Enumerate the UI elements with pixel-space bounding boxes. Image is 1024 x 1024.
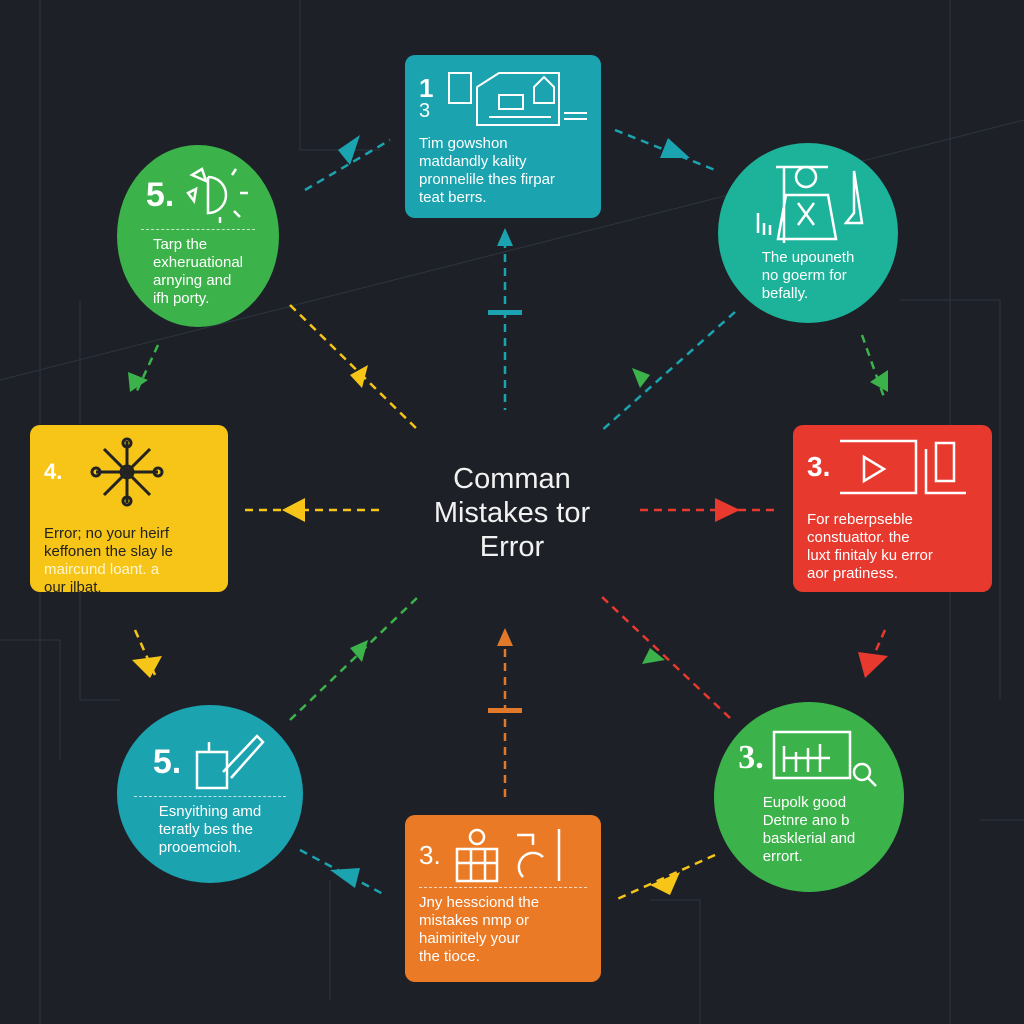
worker-tools-icon bbox=[455, 828, 560, 883]
text-line: exheruational bbox=[152, 253, 244, 271]
connector-bl bbox=[289, 594, 421, 721]
connector-br-to-bottom bbox=[614, 853, 716, 902]
text-line: Detnre ano b bbox=[762, 812, 850, 829]
text-line: aor pratiness. bbox=[807, 565, 898, 582]
connector-tr-to-right bbox=[860, 334, 887, 401]
connector-top-to-tl bbox=[304, 138, 391, 192]
step-number-secondary: 3 bbox=[419, 100, 431, 122]
office-desk-icon bbox=[448, 72, 587, 126]
text-line: Error; no your heirf bbox=[44, 525, 170, 542]
sunburst-shapes-icon bbox=[186, 166, 249, 223]
text-line: keffonen the slay le bbox=[44, 543, 173, 560]
title-line: Error bbox=[479, 531, 545, 563]
text-line: ifh porty. bbox=[152, 289, 210, 307]
text-line: our ilbat. bbox=[44, 579, 102, 596]
step-number: 5. bbox=[152, 742, 182, 781]
snowflake-network-icon bbox=[90, 437, 164, 507]
text-line: errort. bbox=[762, 848, 803, 865]
text-line: teat berrs. bbox=[419, 189, 487, 206]
title-line: Comman bbox=[453, 463, 571, 495]
text-line: Tarp the bbox=[152, 235, 208, 253]
video-player-icon bbox=[840, 439, 967, 495]
text-line: befally. bbox=[761, 285, 809, 302]
text-line: no goerm for bbox=[761, 267, 847, 284]
text-line: Tim gowshon bbox=[419, 135, 508, 152]
arrowheads bbox=[128, 135, 888, 895]
step-number: 4. bbox=[44, 459, 63, 484]
connector-tr bbox=[599, 311, 736, 433]
text-line: prooemcioh. bbox=[158, 838, 242, 856]
text-line: teratly bes the bbox=[158, 820, 253, 838]
text-line: the tioce. bbox=[419, 948, 480, 965]
text-line: For reberpseble bbox=[807, 511, 913, 528]
text-line: basklerial and bbox=[762, 830, 856, 847]
step-number: 5. bbox=[145, 175, 175, 214]
text-line: pronnelile thes firpar bbox=[419, 171, 555, 188]
connector-top-to-tr bbox=[614, 128, 716, 172]
text-line: maircund loant. a bbox=[44, 561, 160, 578]
text-line: The upouneth bbox=[761, 249, 855, 266]
step-number: 3. bbox=[738, 739, 764, 776]
text-line: Esnyithing amd bbox=[158, 802, 262, 820]
text-line: haimiritely your bbox=[419, 930, 520, 947]
connector-tl bbox=[289, 304, 421, 433]
connector-tl-to-left bbox=[133, 344, 160, 396]
connector-br bbox=[599, 594, 731, 719]
step-number: 1 bbox=[419, 73, 434, 103]
step-number: 3. bbox=[419, 840, 441, 870]
chart-search-icon bbox=[772, 730, 877, 787]
text-line: luxt finitaly ku error bbox=[807, 547, 933, 564]
text-line: arnying and bbox=[152, 271, 232, 289]
text-line: Jny hessciond the bbox=[419, 894, 540, 911]
diagram-title: Comman Mistakes tor Error bbox=[392, 462, 632, 564]
step-number: 3. bbox=[807, 451, 831, 482]
title-line: Mistakes tor bbox=[433, 497, 591, 529]
text-line: Eupolk good bbox=[762, 794, 847, 811]
text-line: constuattor. the bbox=[807, 529, 910, 546]
tool-box-icon bbox=[195, 733, 265, 789]
text-line: mistakes nmp or bbox=[419, 912, 530, 929]
person-icon bbox=[756, 165, 864, 243]
text-line: matdandly kality bbox=[419, 153, 527, 170]
